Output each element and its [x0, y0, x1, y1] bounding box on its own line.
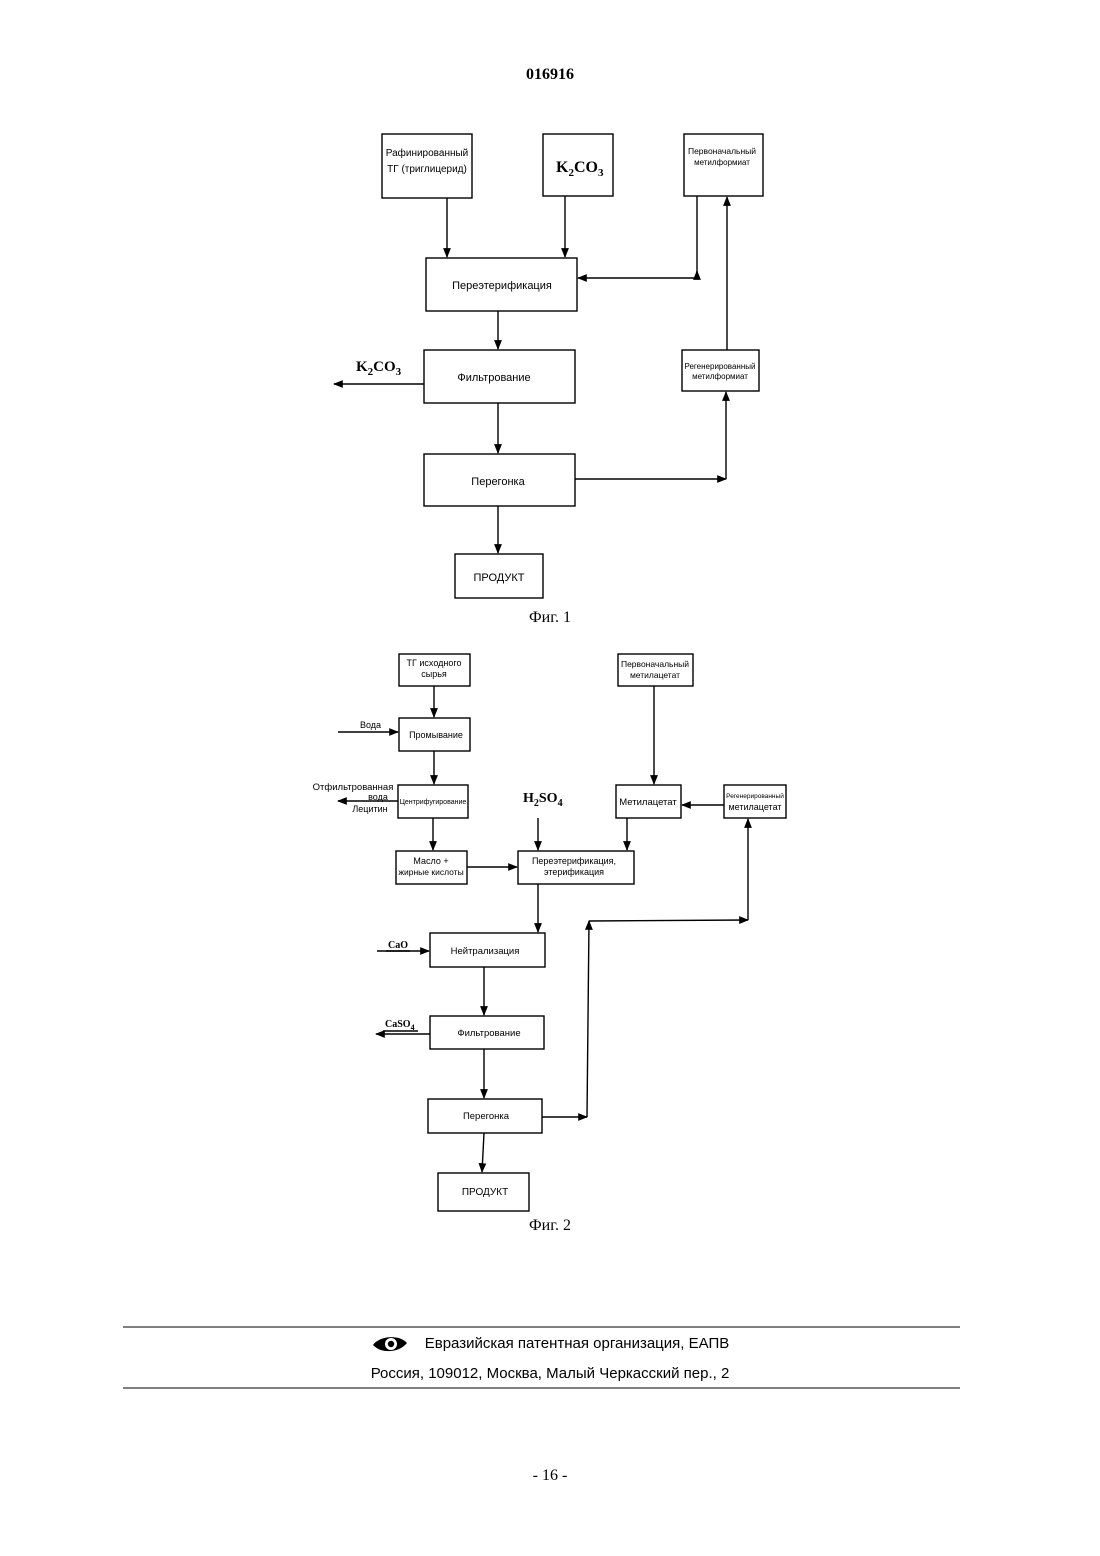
- box-distillation-label: Перегонка: [471, 476, 525, 488]
- box-oil-fatty-acids-line1: Масло +: [413, 856, 448, 866]
- box-transesterification-line2: этерификация: [544, 867, 604, 877]
- box-initial-methyl-acetate: Первоначальный метилацетат: [618, 654, 693, 686]
- side-output-k2co3: K2CO3: [356, 359, 402, 378]
- box-tg-feed-line1: ТГ исходного: [407, 658, 462, 668]
- box-transesterification-line1: Переэтерификация,: [532, 856, 616, 866]
- box-refined-tg-line2: ТГ (триглицерид): [387, 164, 467, 175]
- box-centrifugation-label: Центрифугирование: [400, 799, 467, 806]
- figure-2: ТГ исходного сырья Первоначальный метила…: [313, 654, 786, 1234]
- box-centrifugation: Центрифугирование: [398, 785, 468, 818]
- label-lecithin: Лецитин: [352, 804, 387, 814]
- box-tg-feed: ТГ исходного сырья: [399, 654, 470, 686]
- arrow-recycle-right: [589, 920, 748, 921]
- box-refined-tg: Рафинированный ТГ (триглицерид): [382, 134, 472, 198]
- box-transesterification: Переэтерификация: [426, 258, 577, 311]
- page-number: - 16 -: [0, 1467, 1100, 1485]
- box-product-2: ПРОДУКТ: [438, 1173, 529, 1211]
- box-regenerated-methyl-formate-line1: Регенерированный: [685, 362, 756, 371]
- box-oil-fatty-acids-line2: жирные кислоты: [398, 867, 463, 877]
- footer-organization-text: Евразийская патентная организация, ЕАПВ: [425, 1335, 730, 1352]
- figure-1-caption: Фиг. 1: [529, 609, 571, 626]
- box-neutralization: Нейтрализация: [430, 933, 545, 967]
- box-regenerated-methyl-formate-line2: метилформиат: [692, 372, 748, 381]
- box-refined-tg-line1: Рафинированный: [386, 147, 469, 159]
- figure-2-caption: Фиг. 2: [529, 1217, 571, 1234]
- footer-address: Россия, 109012, Москва, Малый Черкасский…: [0, 1365, 1100, 1382]
- box-oil-fatty-acids: Масло + жирные кислоты: [396, 851, 467, 884]
- box-washing: Промывание: [399, 718, 470, 751]
- footer-organization: Евразийская патентная организация, ЕАПВ: [0, 1333, 1100, 1355]
- box-regenerated-methyl-formate: Регенерированный метилформиат: [682, 350, 759, 391]
- box-initial-methyl-formate-line1: Первоначальный: [688, 146, 756, 156]
- box-product-label: ПРОДУКТ: [473, 572, 524, 584]
- box-methyl-acetate-label: Метилацетат: [619, 797, 677, 808]
- box-transesterification-label: Переэтерификация: [452, 280, 552, 292]
- box-initial-methyl-acetate-line1: Первоначальный: [621, 659, 689, 669]
- label-h2so4: H2SO4: [523, 791, 563, 809]
- label-cao: CaO: [388, 940, 408, 951]
- box-regenerated-methyl-acetate-line1: Регенерированный: [726, 792, 784, 800]
- box-initial-methyl-formate: Первоначальный метилформиат: [684, 134, 763, 196]
- box-filtration-2: Фильтрование: [430, 1016, 544, 1049]
- box-k2co3: K2CO3: [543, 134, 613, 196]
- figure-1: Рафинированный ТГ (триглицерид) K2CO3 Пе…: [334, 134, 763, 626]
- box-washing-label: Промывание: [409, 730, 463, 740]
- box-filtration-2-label: Фильтрование: [457, 1028, 520, 1039]
- box-tg-feed-line2: сырья: [421, 669, 447, 679]
- box-distillation-2: Перегонка: [428, 1099, 542, 1133]
- box-product: ПРОДУКТ: [455, 554, 543, 598]
- box-distillation-2-label: Перегонка: [463, 1111, 510, 1122]
- box-regenerated-methyl-acetate: Регенерированный метилацетат: [724, 785, 786, 818]
- box-regenerated-methyl-acetate-line2: метилацетат: [728, 802, 781, 812]
- box-neutralization-label: Нейтрализация: [451, 946, 520, 957]
- label-water: Вода: [360, 720, 381, 730]
- arrow-distillation-to-product: [482, 1133, 484, 1172]
- box-initial-methyl-acetate-line2: метилацетат: [630, 670, 680, 680]
- box-filtration: Фильтрование: [424, 350, 575, 403]
- box-transesterification-esterification: Переэтерификация, этерификация: [518, 851, 634, 884]
- label-caso4: CaSO4: [385, 1019, 415, 1032]
- box-initial-methyl-formate-line2: метилформиат: [694, 158, 750, 167]
- box-product-2-label: ПРОДУКТ: [462, 1187, 508, 1198]
- eapo-logo-icon: [371, 1333, 409, 1355]
- box-methyl-acetate: Метилацетат: [616, 785, 681, 818]
- arrow-recycle-up: [587, 921, 589, 1117]
- box-filtration-label: Фильтрование: [457, 372, 530, 384]
- box-distillation: Перегонка: [424, 454, 575, 506]
